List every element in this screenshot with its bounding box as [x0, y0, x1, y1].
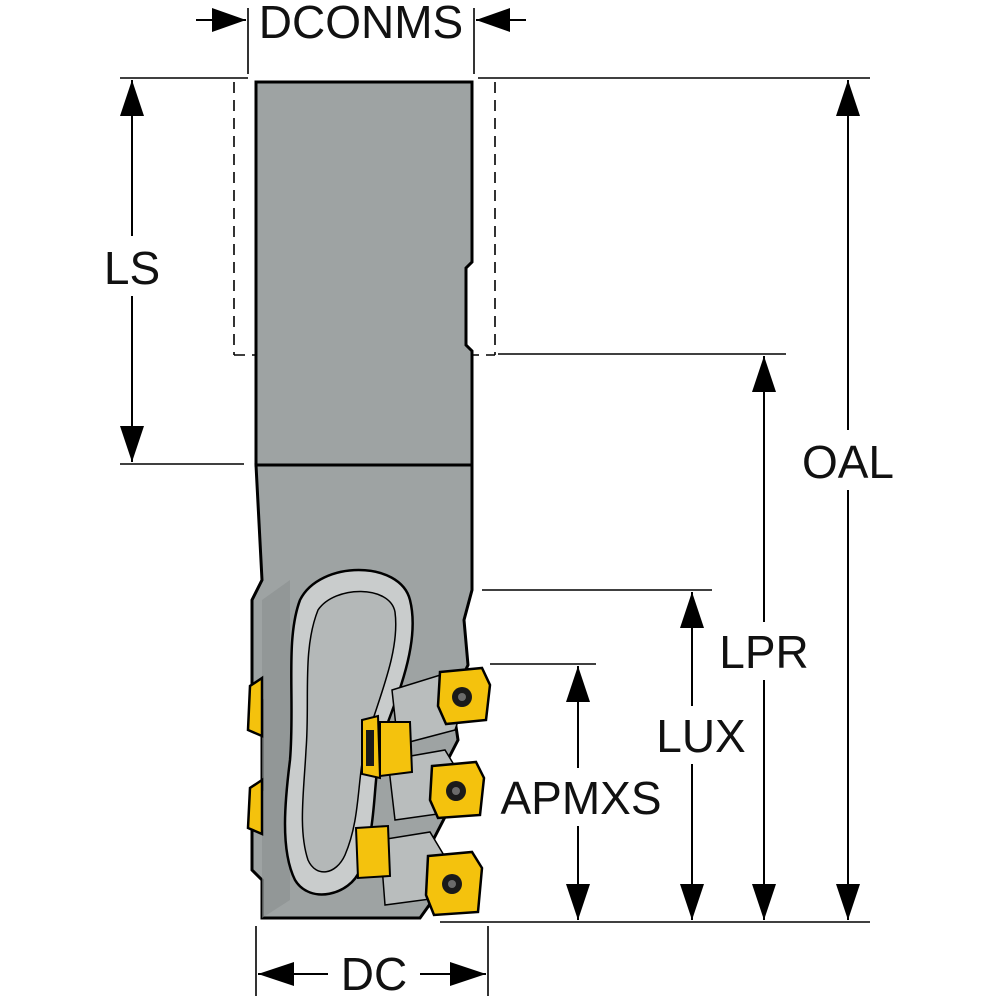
insert-front-1 — [361, 714, 414, 780]
flute-inner — [301, 590, 397, 873]
dimension-dc: DC — [258, 944, 486, 1000]
insert-left-1 — [246, 675, 264, 738]
body-shadow — [262, 580, 290, 918]
insert-right-3 — [424, 850, 484, 917]
dimension-lpr: LPR — [712, 356, 816, 920]
cutting-inserts — [246, 666, 492, 917]
insert-left-2 — [246, 777, 264, 836]
label-lux: LUX — [656, 710, 745, 762]
label-apmxs: APMXS — [500, 772, 661, 824]
label-lpr: LPR — [719, 626, 808, 678]
dimension-oal: OAL — [800, 80, 896, 920]
label-ls: LS — [104, 242, 160, 294]
label-dconms: DCONMS — [259, 0, 463, 48]
insert-right-2 — [428, 760, 486, 820]
dimension-lux: LUX — [648, 592, 752, 920]
tool-shank — [254, 80, 474, 467]
dimension-ls: LS — [90, 80, 174, 462]
extension-lines — [120, 8, 870, 996]
insert-right-1 — [436, 666, 492, 726]
milling-cutter-body — [250, 80, 474, 920]
dimension-dconms: DCONMS — [196, 0, 526, 48]
label-oal: OAL — [802, 436, 894, 488]
label-dc: DC — [341, 948, 407, 1000]
insert-front-2 — [354, 824, 392, 880]
dimension-apmxs: APMXS — [498, 666, 664, 920]
